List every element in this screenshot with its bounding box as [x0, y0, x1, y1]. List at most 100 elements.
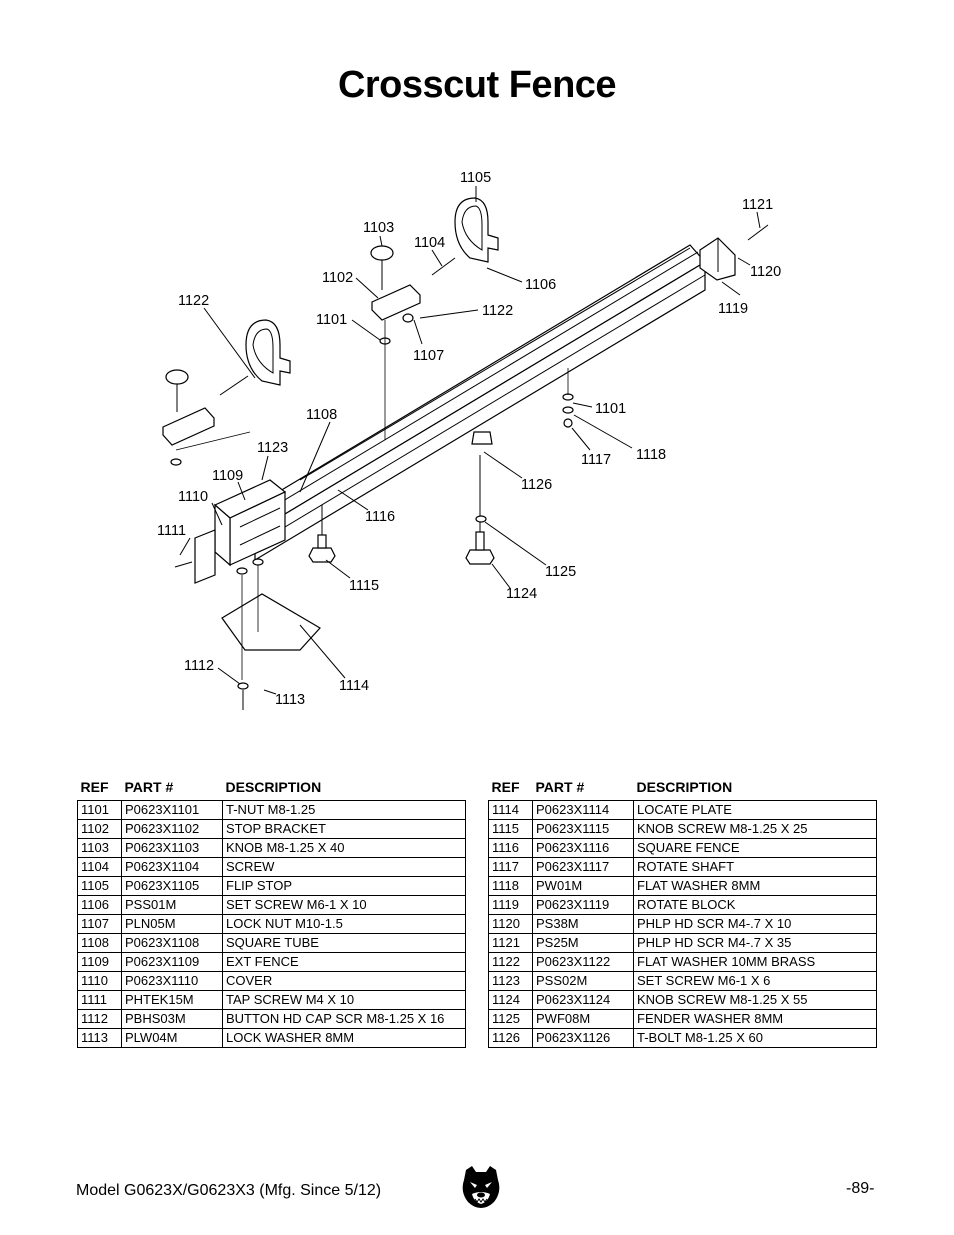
screw-1111 [174, 561, 193, 568]
cell-description: T-NUT M8-1.25 [222, 800, 466, 820]
cell-part-number: P0623X1117 [532, 857, 634, 877]
cell-description: LOCK WASHER 8MM [222, 1028, 466, 1048]
locate-plate [221, 593, 321, 651]
fender-washer [475, 515, 487, 523]
cell-description: FLIP STOP [222, 876, 466, 896]
stop-bracket-left [162, 407, 215, 446]
cell-ref: 1102 [77, 819, 122, 839]
cell-ref: 1122 [488, 952, 533, 972]
cell-ref: 1116 [488, 838, 533, 858]
rotate-block [699, 237, 736, 281]
footer-model: Model G0623X/G0623X3 (Mfg. Since 5/12) [76, 1182, 382, 1199]
callout-1126: 1126 [521, 477, 552, 493]
cell-part-number: P0623X1122 [532, 952, 634, 972]
cell-description: PHLP HD SCR M4-.7 X 10 [633, 914, 877, 934]
flip-stop-left [245, 319, 291, 386]
cell-ref: 1107 [77, 914, 122, 934]
cell-ref: 1125 [488, 1009, 533, 1029]
callout-1110: 1110 [178, 489, 208, 505]
cell-ref: 1105 [77, 876, 122, 896]
callout-1108: 1108 [306, 407, 337, 423]
cell-part-number: PS38M [532, 914, 634, 934]
callout-1101-right: 1101 [595, 401, 626, 417]
square-fence-rail [239, 244, 706, 562]
cell-part-number: P0623X1105 [121, 876, 223, 896]
cell-ref: 1103 [77, 838, 122, 858]
cell-ref: 1118 [488, 876, 533, 896]
t-nut-left [170, 458, 182, 466]
cell-part-number: PSS02M [532, 971, 634, 991]
header-part: PART # [124, 779, 174, 795]
cell-description: TAP SCREW M4 X 10 [222, 990, 466, 1010]
callout-1102: 1102 [322, 270, 353, 286]
cell-ref: 1115 [488, 819, 533, 839]
callout-1117: 1117 [581, 452, 611, 468]
cell-ref: 1119 [488, 895, 533, 915]
cell-part-number: P0623X1102 [121, 819, 223, 839]
cell-ref: 1112 [77, 1009, 122, 1029]
footer-page-number: -89- [846, 1180, 875, 1197]
cell-description: SCREW [222, 857, 466, 877]
callout-1121: 1121 [742, 197, 773, 213]
screw-1104 [431, 257, 456, 276]
callout-1105: 1105 [460, 170, 491, 186]
cell-part-number: PBHS03M [121, 1009, 223, 1029]
alignment-lines [175, 320, 569, 680]
knob-screw-1124 [465, 455, 495, 565]
callout-1124: 1124 [506, 586, 537, 602]
callout-1118: 1118 [636, 447, 666, 463]
callout-1106: 1106 [525, 277, 556, 293]
cell-description: LOCK NUT M10-1.5 [222, 914, 466, 934]
page-title: Crosscut Fence [337, 64, 617, 106]
knob-screw-1115 [308, 505, 336, 563]
washer-1113-b [252, 558, 264, 566]
callout-1109: 1109 [212, 468, 243, 484]
washer-1113-a [236, 567, 248, 575]
cell-description: LOCATE PLATE [633, 800, 877, 820]
cell-part-number: P0623X1115 [532, 819, 634, 839]
table-header-row: REF PART # DESCRIPTION [78, 778, 466, 801]
callout-1103: 1103 [363, 220, 394, 236]
callout-1101-top: 1101 [316, 312, 347, 328]
callout-1112: 1112 [184, 658, 214, 674]
leader-lines [179, 186, 761, 695]
cell-ref: 1117 [488, 857, 533, 877]
callout-1114: 1114 [339, 678, 369, 694]
cell-description: SQUARE FENCE [633, 838, 877, 858]
header-part: PART # [535, 779, 585, 795]
cell-description: ROTATE BLOCK [633, 895, 877, 915]
cell-part-number: P0623X1114 [532, 800, 634, 820]
flip-stop-right [454, 197, 499, 263]
cell-part-number: P0623X1104 [121, 857, 223, 877]
cell-ref: 1109 [77, 952, 122, 972]
cell-part-number: P0623X1101 [121, 800, 223, 820]
cell-description: STOP BRACKET [222, 819, 466, 839]
cell-description: KNOB SCREW M8-1.25 X 55 [633, 990, 877, 1010]
cell-part-number: P0623X1126 [532, 1028, 634, 1048]
cell-ref: 1121 [488, 933, 533, 953]
callout-1125: 1125 [545, 564, 576, 580]
callout-1113: 1113 [275, 692, 305, 708]
header-description: DESCRIPTION [225, 779, 322, 795]
cell-description: EXT FENCE [222, 952, 466, 972]
cell-description: FLAT WASHER 8MM [633, 876, 877, 896]
cell-description: FENDER WASHER 8MM [633, 1009, 877, 1029]
